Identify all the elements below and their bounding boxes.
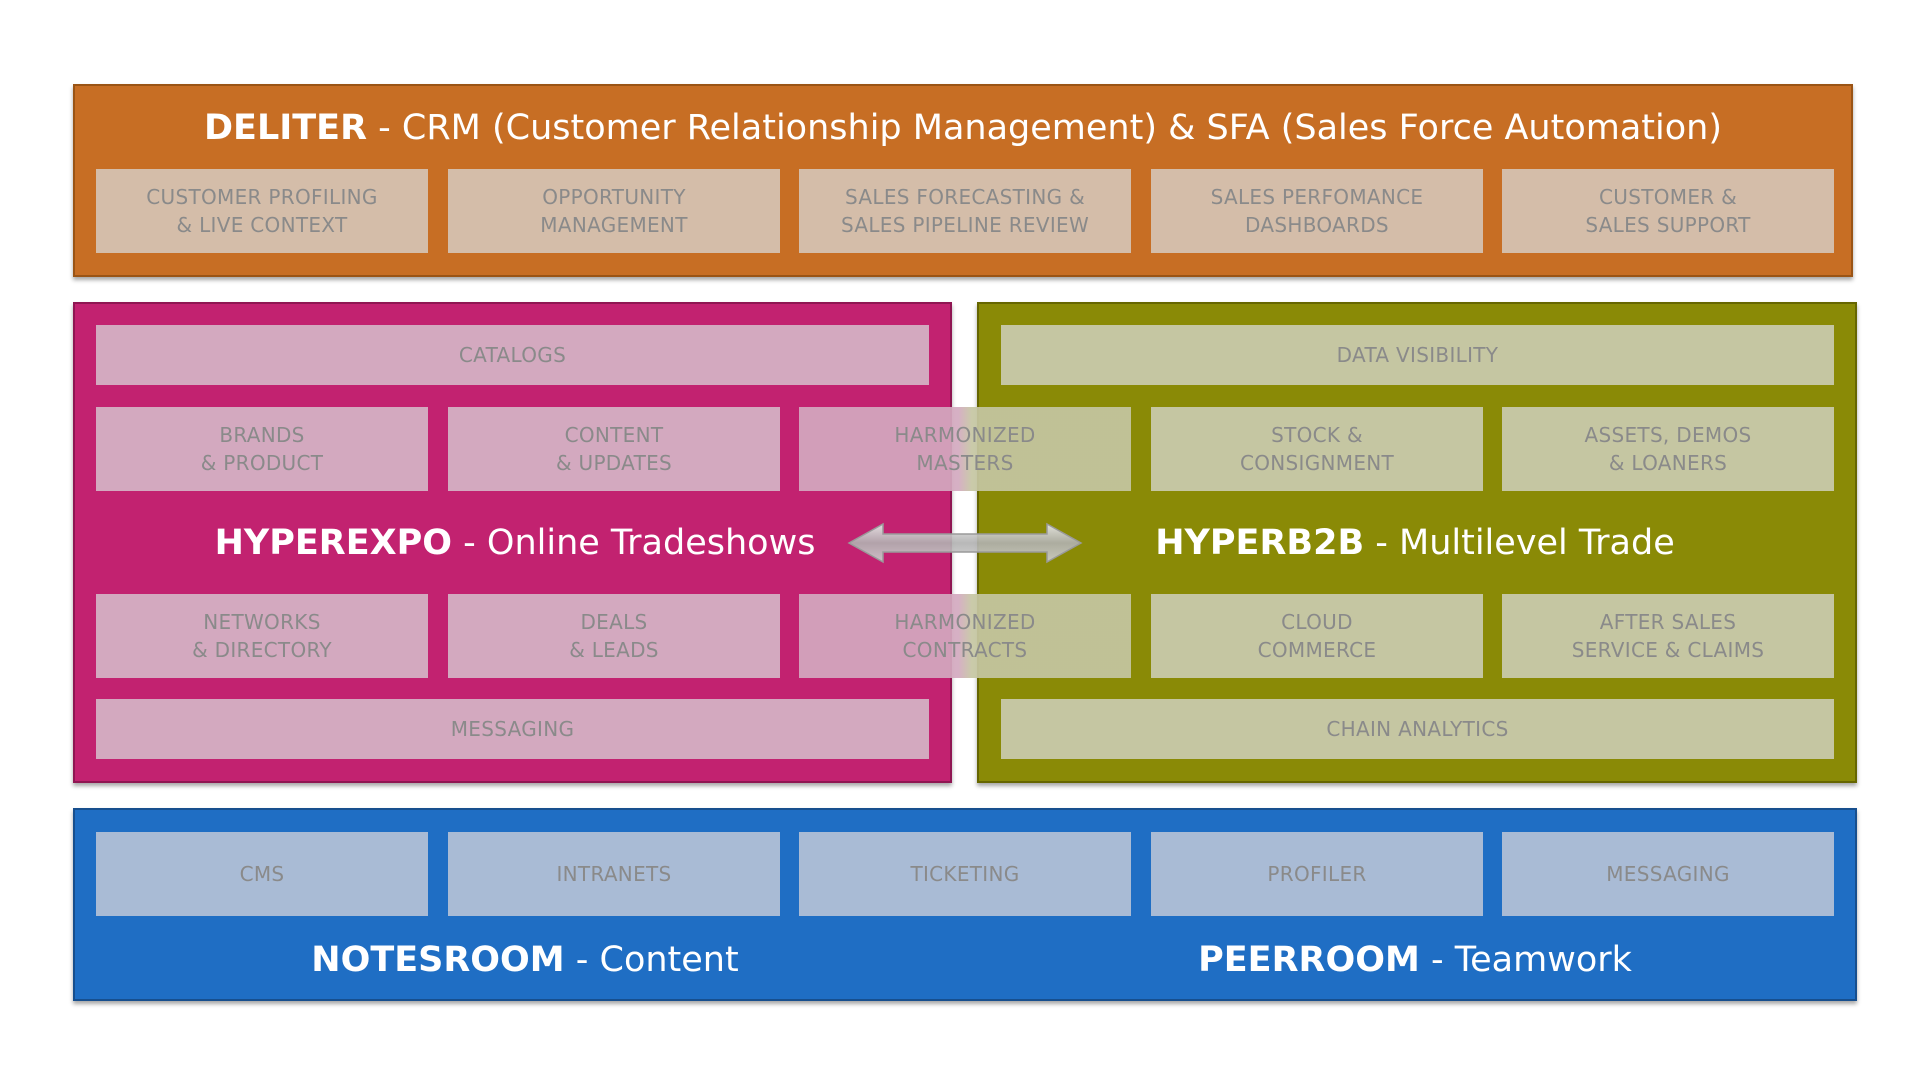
deliter-title: DELITER - CRM (Customer Relationship Man… bbox=[75, 106, 1851, 150]
module-networks-directory: NETWORKS & DIRECTORY bbox=[96, 594, 428, 678]
notesroom-desc: - Content bbox=[564, 940, 739, 980]
hyperb2b-desc: - Multilevel Trade bbox=[1364, 523, 1675, 563]
double-arrow-icon bbox=[847, 522, 1083, 564]
module-assets-demos-loaners: ASSETS, DEMOS & LOANERS bbox=[1502, 407, 1834, 491]
module-brands-product: BRANDS & PRODUCT bbox=[96, 407, 428, 491]
module-sales-performance: SALES PERFOMANCE DASHBOARDS bbox=[1151, 169, 1483, 253]
module-stock-consignment: STOCK & CONSIGNMENT bbox=[1151, 407, 1483, 491]
module-opportunity-management: OPPORTUNITY MANAGEMENT bbox=[448, 169, 780, 253]
hyperexpo-desc: - Online Tradeshows bbox=[452, 523, 816, 563]
module-catalogs: CATALOGS bbox=[96, 325, 929, 385]
module-messaging-rooms: MESSAGING bbox=[1502, 832, 1834, 916]
module-harmonized-contracts: HARMONIZED CONTRACTS bbox=[799, 594, 1131, 678]
module-customer-profiling: CUSTOMER PROFILING & LIVE CONTEXT bbox=[96, 169, 428, 253]
module-content-updates: CONTENT & UPDATES bbox=[448, 407, 780, 491]
notesroom-title: NOTESROOM - Content bbox=[225, 938, 825, 982]
module-messaging-expo: MESSAGING bbox=[96, 699, 929, 759]
hyperb2b-name: HYPERB2B bbox=[1155, 523, 1365, 563]
module-after-sales-service: AFTER SALES SERVICE & CLAIMS bbox=[1502, 594, 1834, 678]
deliter-desc: - CRM (Customer Relationship Management)… bbox=[367, 108, 1722, 148]
module-harmonized-masters: HARMONIZED MASTERS bbox=[799, 407, 1131, 491]
module-intranets: INTRANETS bbox=[448, 832, 780, 916]
module-cloud-commerce: CLOUD COMMERCE bbox=[1151, 594, 1483, 678]
hyperb2b-title: HYPERB2B - Multilevel Trade bbox=[1100, 521, 1730, 565]
notesroom-name: NOTESROOM bbox=[311, 940, 565, 980]
hyperexpo-title: HYPEREXPO - Online Tradeshows bbox=[200, 521, 830, 565]
hyperexpo-name: HYPEREXPO bbox=[214, 523, 453, 563]
module-chain-analytics: CHAIN ANALYTICS bbox=[1001, 699, 1834, 759]
module-profiler: PROFILER bbox=[1151, 832, 1483, 916]
peerroom-title: PEERROOM - Teamwork bbox=[1115, 938, 1715, 982]
peerroom-desc: - Teamwork bbox=[1419, 940, 1632, 980]
module-ticketing: TICKETING bbox=[799, 832, 1131, 916]
module-data-visibility: DATA VISIBILITY bbox=[1001, 325, 1834, 385]
module-cms: CMS bbox=[96, 832, 428, 916]
module-sales-forecasting: SALES FORECASTING & SALES PIPELINE REVIE… bbox=[799, 169, 1131, 253]
deliter-name: DELITER bbox=[204, 108, 368, 148]
peerroom-name: PEERROOM bbox=[1198, 940, 1420, 980]
module-deals-leads: DEALS & LEADS bbox=[448, 594, 780, 678]
module-customer-sales-support: CUSTOMER & SALES SUPPORT bbox=[1502, 169, 1834, 253]
